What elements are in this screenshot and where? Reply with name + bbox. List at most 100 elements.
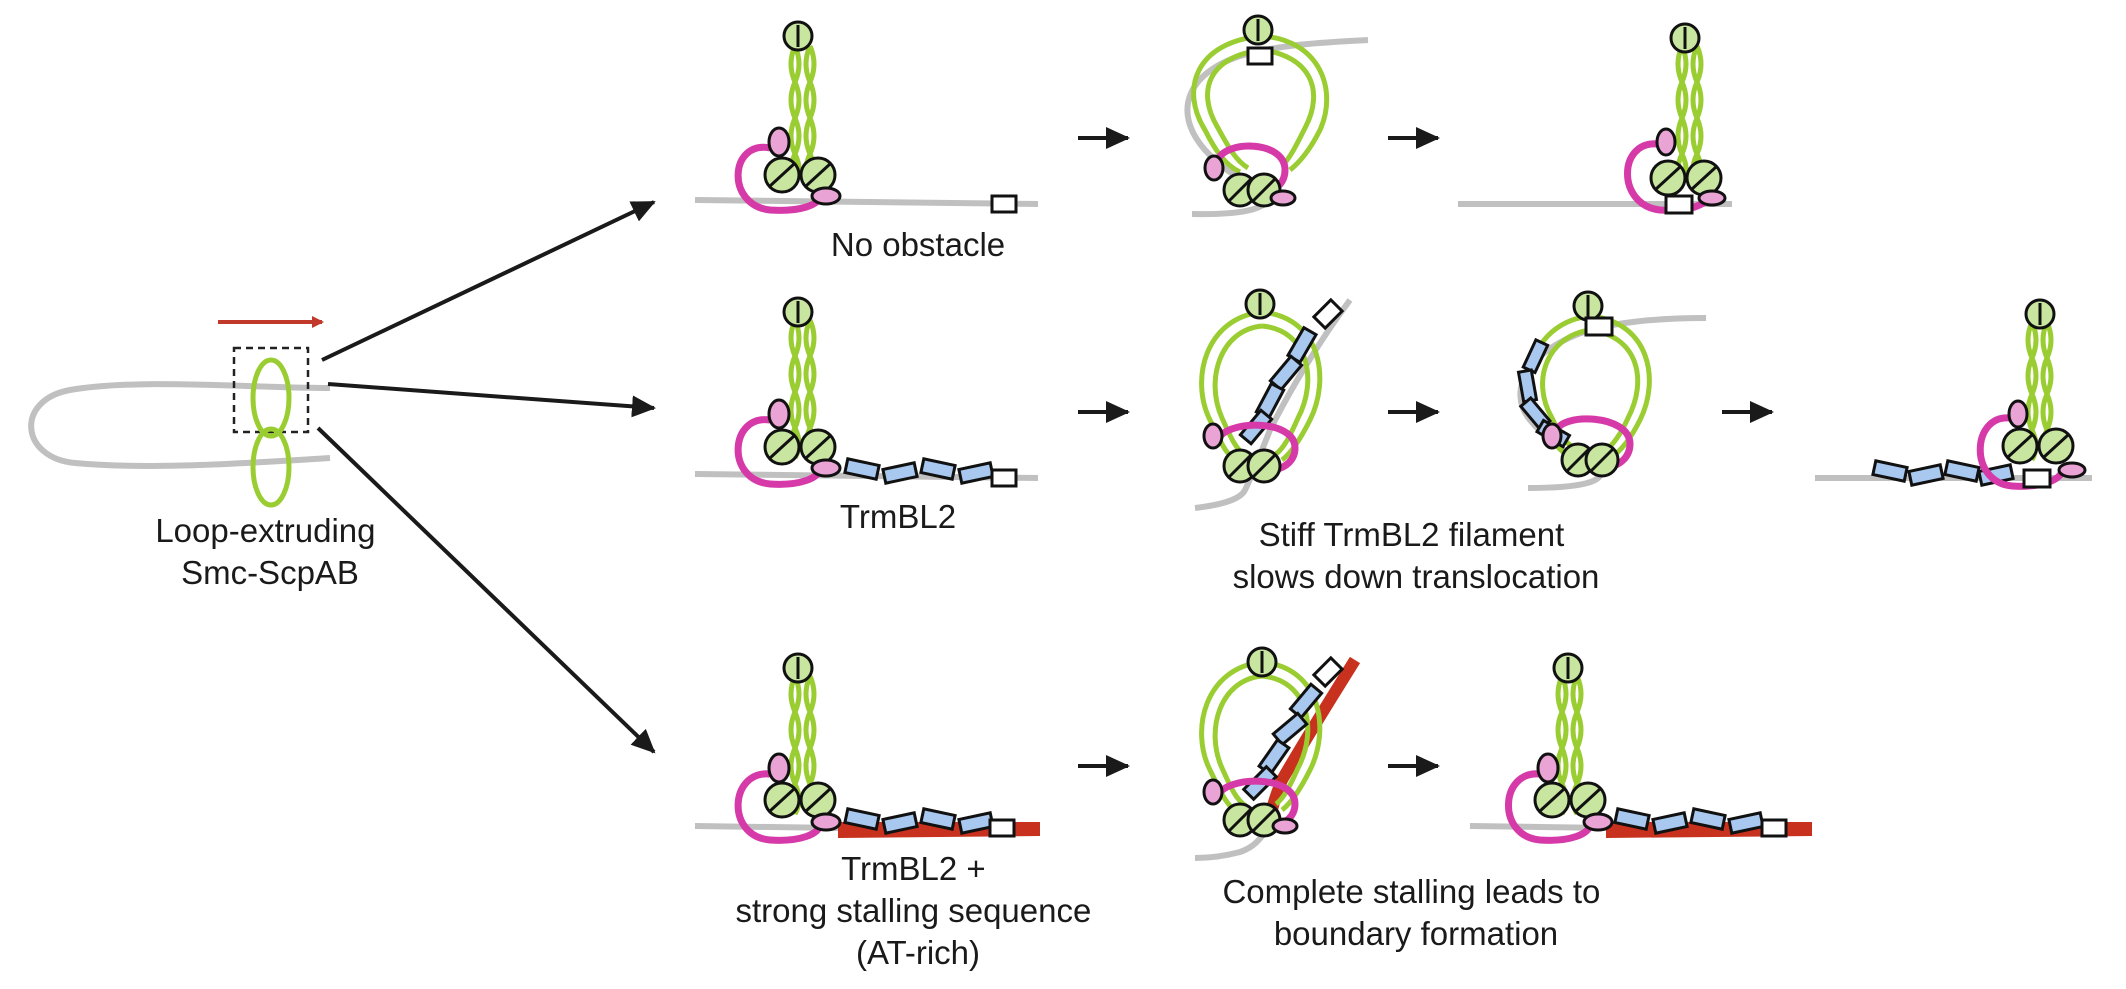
kite-top <box>1541 422 1563 450</box>
smc-state-2-1: TrmBL2 <box>694 296 1039 535</box>
kite-top <box>2007 399 2029 429</box>
row-trmbl2: TrmBL2 <box>694 288 2092 595</box>
kleisin <box>734 143 824 214</box>
kite-top <box>1202 778 1224 806</box>
caption-row3-line2: boundary formation <box>1274 915 1558 952</box>
dna-loop <box>28 381 331 469</box>
smc-state-1-1: No obstacle <box>694 20 1039 263</box>
branch-arrow-row2 <box>327 382 656 418</box>
kite-top <box>1202 422 1224 450</box>
hinge <box>782 296 814 328</box>
hinge <box>1246 646 1278 678</box>
smc-state-2-3 <box>1516 290 1707 491</box>
block <box>990 468 1018 488</box>
block <box>2022 468 2052 489</box>
kite-top <box>767 126 791 158</box>
block <box>1760 818 1788 838</box>
branch-arrow-row1 <box>321 200 656 362</box>
block <box>1311 655 1345 689</box>
kite-bottom <box>810 186 842 206</box>
head-left <box>1533 781 1571 819</box>
label-stalling-line2: strong stalling sequence <box>735 892 1091 929</box>
smc-state-3-1: TrmBL2 + strong stalling sequence (AT-ri… <box>694 652 1100 971</box>
hinge <box>1552 652 1584 684</box>
hinge <box>782 20 814 52</box>
caption-row2-line1: Stiff TrmBL2 filament <box>1259 516 1565 553</box>
hinge <box>1669 22 1701 54</box>
caption-row3-line1: Complete stalling leads to <box>1222 873 1600 910</box>
kite-bottom <box>810 812 842 832</box>
kleisin <box>734 770 824 844</box>
kite-bottom <box>2057 461 2087 479</box>
smc-state-1-3 <box>1458 22 1732 215</box>
block <box>1311 297 1345 331</box>
smc-ring-top <box>250 357 292 439</box>
kite-top <box>1536 752 1560 784</box>
smc-state-3-2 <box>1194 646 1361 861</box>
label-trmbl2: TrmBL2 <box>840 498 956 535</box>
caption-row2-line2: slows down translocation <box>1233 558 1600 595</box>
hinge <box>2024 298 2056 330</box>
kleisin <box>1624 140 1712 214</box>
kite-bottom <box>1582 812 1614 832</box>
label-stalling-line3: (AT-rich) <box>856 934 980 971</box>
block <box>1246 46 1274 66</box>
source-label: Loop-extruding Smc-ScpAB <box>155 512 384 591</box>
smc-state-3-3 <box>1469 652 1812 844</box>
head-right <box>1584 442 1620 478</box>
trmbl2-filament <box>843 807 995 835</box>
kleisin <box>1505 770 1594 844</box>
coiled-coils <box>1191 33 1330 175</box>
hinge <box>1244 288 1276 320</box>
source-label-line2: Smc-ScpAB <box>181 554 359 591</box>
source-complex: Loop-extruding Smc-ScpAB <box>28 316 384 591</box>
smc-ring-bottom <box>250 426 292 508</box>
head-right <box>1569 781 1607 819</box>
row-stalling: TrmBL2 + strong stalling sequence (AT-ri… <box>694 646 1812 971</box>
kite-top <box>1203 154 1225 182</box>
head-right <box>799 428 837 466</box>
head-left <box>2001 427 2039 465</box>
head-left <box>763 781 801 819</box>
head-right <box>2037 427 2075 465</box>
head-left <box>763 156 801 194</box>
hinge <box>1242 14 1274 46</box>
smc-state-2-2 <box>1194 288 1353 511</box>
head-left <box>763 428 801 466</box>
trmbl2-filament <box>1238 325 1319 446</box>
branch-arrow-row3 <box>316 426 656 754</box>
label-stalling: TrmBL2 + strong stalling sequence (AT-ri… <box>735 850 1100 971</box>
dashed-box <box>232 346 310 434</box>
trmbl2-filament <box>843 457 995 485</box>
branch-arrows <box>316 200 656 754</box>
kite-top <box>1655 127 1677 157</box>
kite-top <box>767 398 791 430</box>
smc-state-2-4 <box>1815 298 2092 490</box>
kite-bottom <box>1269 189 1297 207</box>
kite-top <box>767 752 791 784</box>
block <box>988 818 1016 838</box>
block <box>990 194 1018 214</box>
head-left <box>1222 448 1258 484</box>
block <box>1664 194 1694 215</box>
caption-row2: Stiff TrmBL2 filament slows down translo… <box>1233 516 1600 595</box>
smc-state-1-2 <box>1184 14 1369 218</box>
kite-bottom <box>810 458 842 478</box>
head-left <box>1649 159 1687 197</box>
hinge <box>1572 290 1604 322</box>
caption-row3: Complete stalling leads to boundary form… <box>1222 873 1609 952</box>
stall-dna <box>1266 656 1361 812</box>
head-right <box>799 781 837 819</box>
kite-bottom <box>1271 817 1299 835</box>
label-stalling-line1: TrmBL2 + <box>841 850 986 887</box>
kite-bottom <box>1697 189 1727 207</box>
source-label-line1: Loop-extruding <box>155 512 375 549</box>
head-right <box>1246 448 1282 484</box>
block <box>1584 316 1614 337</box>
kleisin <box>734 416 824 488</box>
hinge <box>782 652 814 684</box>
label-no-obstacle: No obstacle <box>831 226 1005 263</box>
row-no-obstacle: No obstacle <box>694 14 1732 263</box>
kleisin <box>1976 414 2066 490</box>
